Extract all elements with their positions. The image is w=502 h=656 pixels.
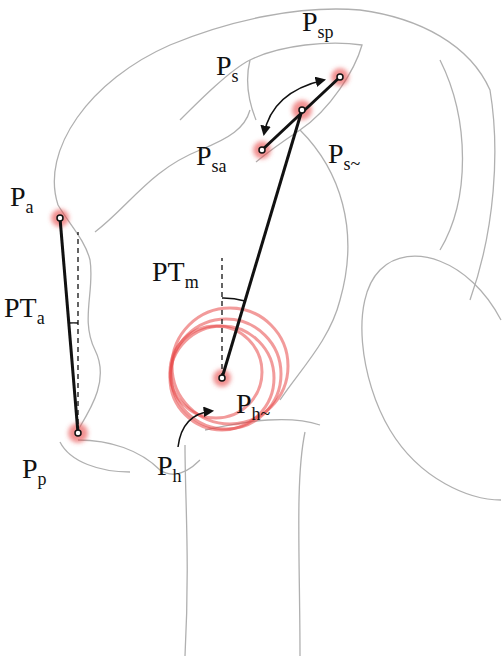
measure-lines: [60, 77, 340, 433]
label-main: PT: [4, 292, 37, 323]
landmark-label: Ps: [216, 52, 239, 80]
label-main: PT: [152, 256, 185, 287]
label-subscript: sa: [212, 156, 227, 176]
label-main: P: [236, 388, 252, 419]
label-subscript: sp: [318, 22, 334, 42]
landmark-label: Pp: [22, 455, 47, 483]
label-main: P: [157, 450, 173, 481]
label-main: P: [10, 181, 26, 212]
landmark-label: Psa: [196, 142, 227, 170]
label-main: P: [328, 138, 344, 169]
label-main: P: [216, 50, 232, 81]
label-subscript: s: [232, 66, 239, 86]
label-main: P: [302, 6, 318, 37]
bone-outline: [54, 9, 501, 656]
label-subscript: h: [173, 466, 182, 486]
landmark-label: Ph: [157, 452, 182, 480]
label-subscript: m: [185, 272, 199, 292]
landmark-label: Ph~: [236, 390, 270, 418]
landmark-label: PTm: [152, 258, 199, 286]
motion-arrows: [178, 80, 324, 447]
landmark-label: Pa: [10, 183, 34, 211]
landmark-points: [57, 74, 343, 436]
label-subscript: h~: [252, 404, 271, 424]
hip-circles: [170, 308, 288, 430]
label-subscript: s~: [344, 154, 361, 174]
label-subscript: p: [38, 469, 47, 489]
label-subscript: a: [37, 308, 45, 328]
landmark-label: Ps~: [328, 140, 360, 168]
landmark-glows: [51, 68, 349, 443]
vertical-reference: [78, 232, 222, 433]
angle-arcs: [69, 298, 245, 323]
label-subscript: a: [26, 197, 34, 217]
label-main: P: [196, 140, 212, 171]
label-main: P: [22, 453, 38, 484]
landmark-label: Psp: [302, 8, 334, 36]
landmark-label: PTa: [4, 294, 45, 322]
